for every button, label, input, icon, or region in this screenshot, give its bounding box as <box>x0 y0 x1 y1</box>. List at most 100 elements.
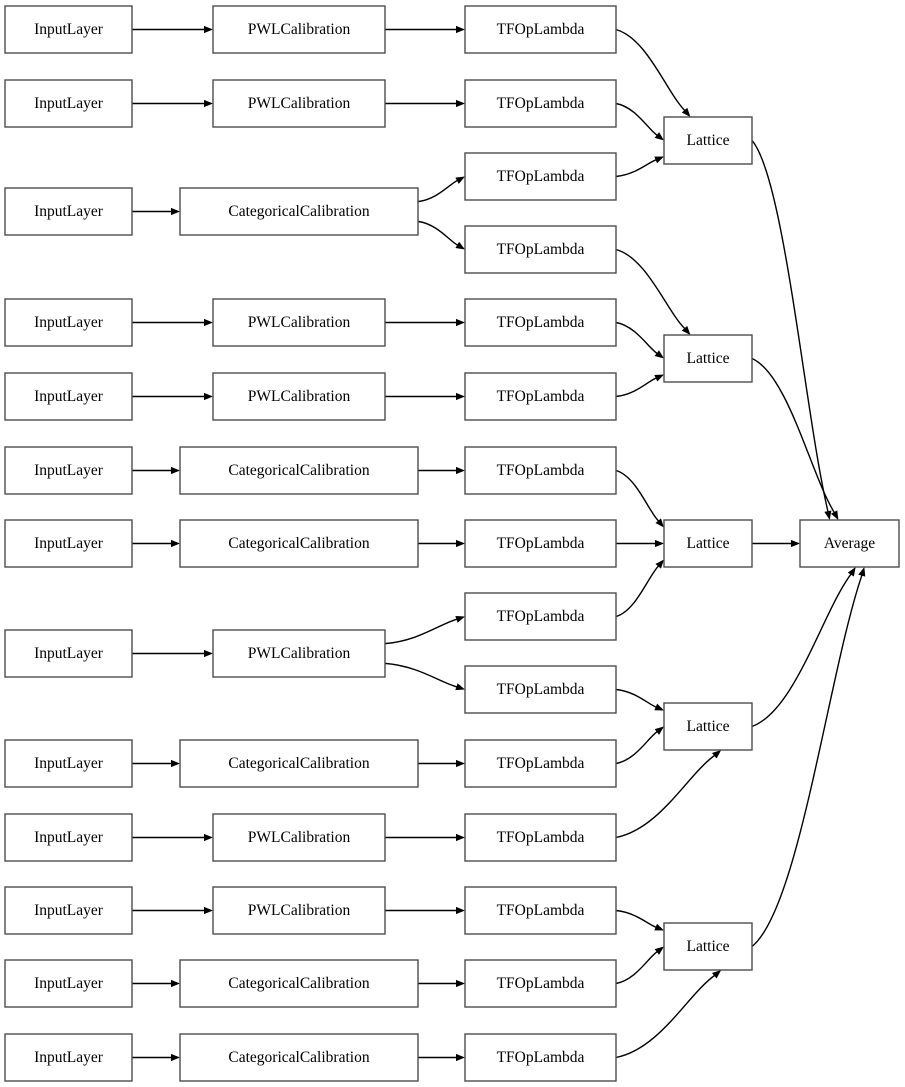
node-categorical-calibration-cal13[interactable]: CategoricalCalibration <box>179 1033 419 1082</box>
node-box[interactable] <box>212 629 386 678</box>
node-tfop-lambda-tf6[interactable]: TFOpLambda <box>464 372 617 421</box>
node-box[interactable] <box>4 187 133 236</box>
node-tfop-lambda-tf3[interactable]: TFOpLambda <box>464 152 617 201</box>
node-pwlcalibration-cal8[interactable]: PWLCalibration <box>212 629 386 678</box>
node-categorical-calibration-cal6[interactable]: CategoricalCalibration <box>179 446 419 495</box>
node-tfop-lambda-tf5[interactable]: TFOpLambda <box>464 298 617 347</box>
node-categorical-calibration-cal9[interactable]: CategoricalCalibration <box>179 739 419 788</box>
node-lattice-lat3[interactable]: Lattice <box>663 519 753 568</box>
node-box[interactable] <box>663 922 753 971</box>
node-tfop-lambda-tf12[interactable]: TFOpLambda <box>464 813 617 862</box>
node-pwlcalibration-cal10[interactable]: PWLCalibration <box>212 813 386 862</box>
node-tfop-lambda-tf4[interactable]: TFOpLambda <box>464 225 617 274</box>
node-box[interactable] <box>464 79 617 128</box>
node-box[interactable] <box>212 813 386 862</box>
node-box[interactable] <box>663 519 753 568</box>
node-categorical-calibration-cal12[interactable]: CategoricalCalibration <box>179 959 419 1008</box>
node-box[interactable] <box>464 152 617 201</box>
edge-arrowhead <box>456 759 465 768</box>
node-input-layer-in2[interactable]: InputLayer <box>4 79 133 128</box>
node-box[interactable] <box>663 116 753 165</box>
node-categorical-calibration-cal3[interactable]: CategoricalCalibration <box>179 187 419 236</box>
node-box[interactable] <box>4 886 133 935</box>
node-input-layer-in5[interactable]: InputLayer <box>4 372 133 421</box>
node-box[interactable] <box>4 629 133 678</box>
node-lattice-lat4[interactable]: Lattice <box>663 702 753 751</box>
node-box[interactable] <box>179 1033 419 1082</box>
node-box[interactable] <box>4 813 133 862</box>
edge-tf13-to-lat5 <box>615 909 657 929</box>
node-lattice-lat5[interactable]: Lattice <box>663 922 753 971</box>
node-tfop-lambda-tf8[interactable]: TFOpLambda <box>464 519 617 568</box>
node-box[interactable] <box>464 519 617 568</box>
node-box[interactable] <box>464 813 617 862</box>
node-categorical-calibration-cal7[interactable]: CategoricalCalibration <box>179 519 419 568</box>
edge-cal3-to-tf3 <box>417 179 459 203</box>
node-tfop-lambda-tf15[interactable]: TFOpLambda <box>464 1033 617 1082</box>
node-box[interactable] <box>464 1033 617 1082</box>
node-input-layer-in1[interactable]: InputLayer <box>4 5 133 54</box>
node-tfop-lambda-tf7[interactable]: TFOpLambda <box>464 446 617 495</box>
node-box[interactable] <box>4 739 133 788</box>
node-box[interactable] <box>4 446 133 495</box>
node-tfop-lambda-tf2[interactable]: TFOpLambda <box>464 79 617 128</box>
node-box[interactable] <box>464 592 617 641</box>
node-box[interactable] <box>464 225 617 274</box>
node-box[interactable] <box>464 886 617 935</box>
node-box[interactable] <box>179 739 419 788</box>
node-box[interactable] <box>799 519 900 568</box>
node-input-layer-in6[interactable]: InputLayer <box>4 446 133 495</box>
node-box[interactable] <box>212 372 386 421</box>
node-input-layer-in7[interactable]: InputLayer <box>4 519 133 568</box>
node-tfop-lambda-tf10[interactable]: TFOpLambda <box>464 665 617 714</box>
node-box[interactable] <box>464 665 617 714</box>
node-tfop-lambda-tf13[interactable]: TFOpLambda <box>464 886 617 935</box>
node-box[interactable] <box>179 959 419 1008</box>
node-box[interactable] <box>464 298 617 347</box>
node-average-avg[interactable]: Average <box>799 519 900 568</box>
node-box[interactable] <box>212 886 386 935</box>
node-box[interactable] <box>212 5 386 54</box>
node-box[interactable] <box>663 334 753 383</box>
node-box[interactable] <box>179 519 419 568</box>
node-box[interactable] <box>4 5 133 54</box>
node-box[interactable] <box>663 702 753 751</box>
node-pwlcalibration-cal4[interactable]: PWLCalibration <box>212 298 386 347</box>
node-box[interactable] <box>179 446 419 495</box>
node-input-layer-in12[interactable]: InputLayer <box>4 959 133 1008</box>
node-box[interactable] <box>464 959 617 1008</box>
node-pwlcalibration-cal2[interactable]: PWLCalibration <box>212 79 386 128</box>
node-pwlcalibration-cal5[interactable]: PWLCalibration <box>212 372 386 421</box>
node-input-layer-in11[interactable]: InputLayer <box>4 886 133 935</box>
node-box[interactable] <box>4 79 133 128</box>
edge-arrowhead <box>456 99 465 108</box>
node-input-layer-in8[interactable]: InputLayer <box>4 629 133 678</box>
node-input-layer-in10[interactable]: InputLayer <box>4 813 133 862</box>
node-box[interactable] <box>4 519 133 568</box>
node-box[interactable] <box>4 1033 133 1082</box>
node-input-layer-in9[interactable]: InputLayer <box>4 739 133 788</box>
node-box[interactable] <box>4 959 133 1008</box>
node-box[interactable] <box>4 372 133 421</box>
node-box[interactable] <box>179 187 419 236</box>
node-input-layer-in4[interactable]: InputLayer <box>4 298 133 347</box>
node-input-layer-in13[interactable]: InputLayer <box>4 1033 133 1082</box>
edge-arrowhead <box>456 392 465 401</box>
node-pwlcalibration-cal1[interactable]: PWLCalibration <box>212 5 386 54</box>
node-tfop-lambda-tf1[interactable]: TFOpLambda <box>464 5 617 54</box>
node-box[interactable] <box>464 739 617 788</box>
node-pwlcalibration-cal11[interactable]: PWLCalibration <box>212 886 386 935</box>
edge-arrowhead <box>847 567 856 577</box>
node-lattice-lat2[interactable]: Lattice <box>663 334 753 383</box>
node-box[interactable] <box>464 5 617 54</box>
node-lattice-lat1[interactable]: Lattice <box>663 116 753 165</box>
node-box[interactable] <box>4 298 133 347</box>
node-input-layer-in3[interactable]: InputLayer <box>4 187 133 236</box>
node-box[interactable] <box>212 298 386 347</box>
node-tfop-lambda-tf14[interactable]: TFOpLambda <box>464 959 617 1008</box>
node-box[interactable] <box>464 372 617 421</box>
node-tfop-lambda-tf11[interactable]: TFOpLambda <box>464 739 617 788</box>
node-box[interactable] <box>464 446 617 495</box>
node-box[interactable] <box>212 79 386 128</box>
node-tfop-lambda-tf9[interactable]: TFOpLambda <box>464 592 617 641</box>
